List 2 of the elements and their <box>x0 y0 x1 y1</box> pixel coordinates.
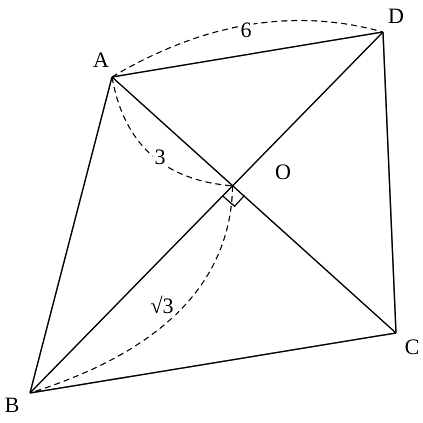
length-label: √3 <box>148 295 176 317</box>
length-label: 3 <box>152 146 168 168</box>
